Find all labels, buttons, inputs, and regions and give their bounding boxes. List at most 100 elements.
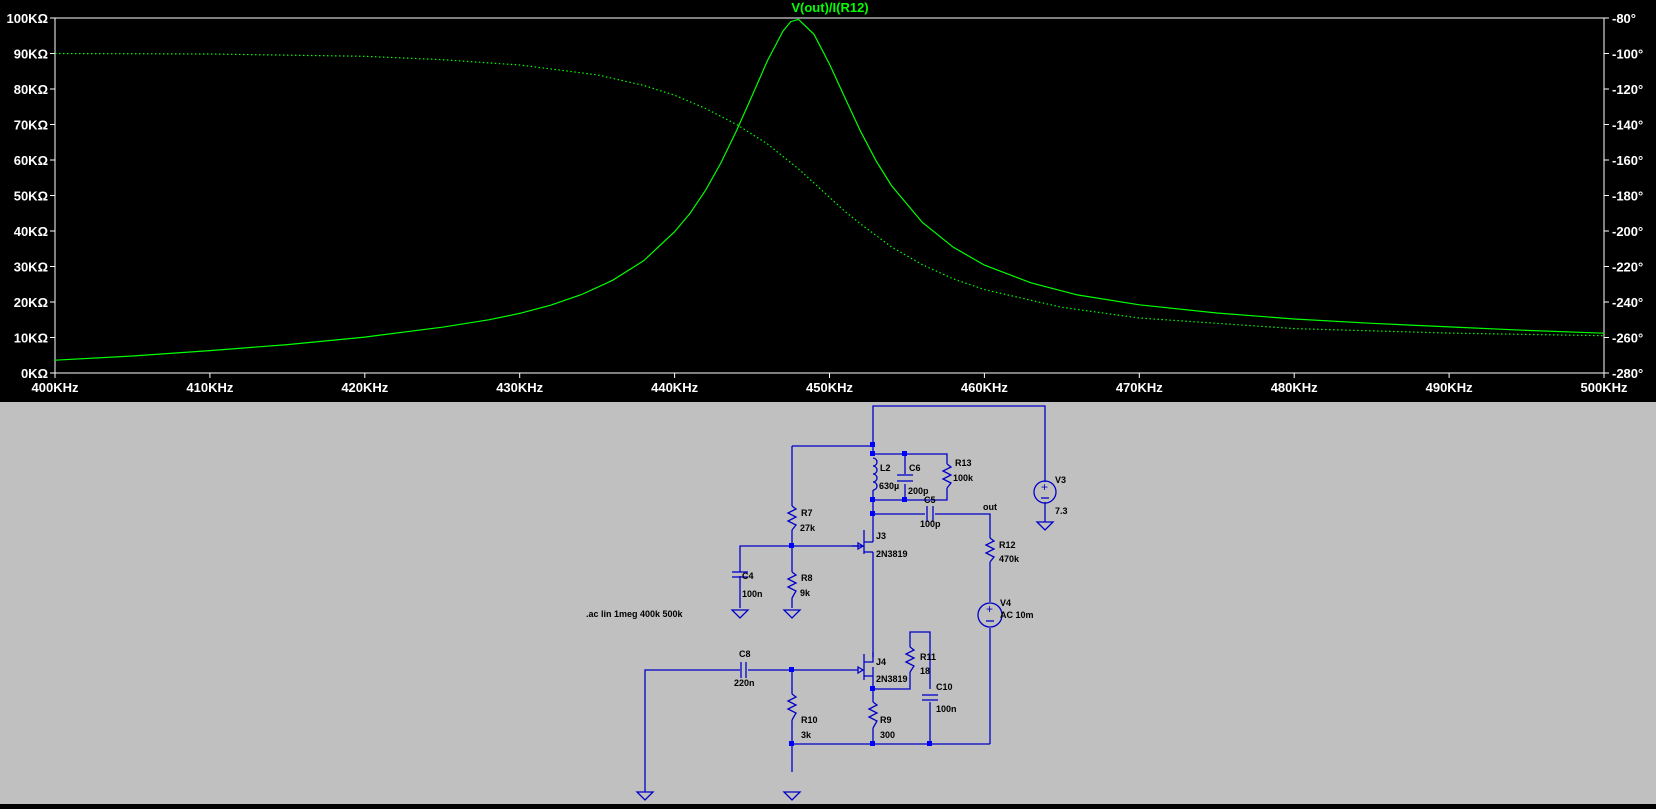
x-tick-label: 420KHz <box>341 380 388 395</box>
resistor-R7[interactable]: R7 27k <box>786 505 816 533</box>
x-tick-label: 460KHz <box>961 380 1008 395</box>
y-left-tick-label: 100KΩ <box>6 11 48 26</box>
x-tick-label: 480KHz <box>1271 380 1318 395</box>
resistor-R11[interactable]: R11 18 <box>904 646 936 676</box>
value-V3: 7.3 <box>1055 506 1068 516</box>
phase-trace[interactable] <box>54 52 1605 337</box>
plus-icon: + <box>1041 480 1048 494</box>
x-tick-label: 500KHz <box>1581 380 1628 395</box>
jfet-J4[interactable]: J4 2N3819 <box>857 652 908 684</box>
capacitor-C6[interactable]: C6 200p <box>897 463 929 496</box>
value-R7: 27k <box>800 523 816 533</box>
capacitor-C4[interactable]: C4 100n <box>730 571 763 619</box>
capacitor-C8[interactable]: C8 220n <box>635 649 755 801</box>
label-R9: R9 <box>880 715 892 725</box>
label-J4: J4 <box>876 657 886 667</box>
y-left-tick-label: 40KΩ <box>14 224 48 239</box>
label-L2: L2 <box>880 463 891 473</box>
value-R8: 9k <box>800 588 811 598</box>
magnitude-trace[interactable] <box>54 18 1605 361</box>
label-C4: C4 <box>742 571 754 581</box>
junction-dots <box>789 442 932 746</box>
label-C5: C5 <box>924 495 936 505</box>
value-C8: 220n <box>734 678 755 688</box>
y-left-tick-label: 60KΩ <box>14 153 48 168</box>
y-right-tick-label: -100° <box>1612 47 1643 62</box>
plus-icon: + <box>986 602 993 616</box>
value-C5: 100p <box>920 519 941 529</box>
value-L2: 630µ <box>879 481 899 491</box>
value-C6: 200p <box>908 486 929 496</box>
y-right-tick-label: -160° <box>1612 153 1643 168</box>
x-tick-label: 470KHz <box>1116 380 1163 395</box>
inductor-L2[interactable]: L2 630µ <box>872 457 899 491</box>
value-R11: 18 <box>920 666 930 676</box>
label-J3: J3 <box>876 531 886 541</box>
label-R12: R12 <box>999 540 1016 550</box>
resistor-R8[interactable]: R8 9k <box>782 571 813 619</box>
label-R10: R10 <box>801 715 818 725</box>
value-J3: 2N3819 <box>876 549 908 559</box>
waveform-pane[interactable]: V(out)/I(R12) 400KHz 410KHz 420KHz 430KHz 44… <box>0 0 1656 402</box>
label-V4: V4 <box>1000 598 1011 608</box>
y-right-tick-label: -240° <box>1612 295 1643 310</box>
ground-icon <box>1035 521 1055 531</box>
value-J4: 2N3819 <box>876 674 908 684</box>
label-R13: R13 <box>955 458 972 468</box>
label-C8: C8 <box>739 649 751 659</box>
y-right-tick-label: -220° <box>1612 260 1643 275</box>
label-R8: R8 <box>801 573 813 583</box>
resistor-R9[interactable]: R9 300 <box>867 701 895 740</box>
x-tick-label: 400KHz <box>32 380 79 395</box>
ground-icon <box>730 609 750 619</box>
capacitor-C5[interactable]: C5 100p <box>920 495 941 529</box>
label-V3: V3 <box>1055 475 1066 485</box>
schematic-pane[interactable]: L2 630µ C6 200p R13 100k C5 100p out + <box>0 402 1656 804</box>
y-left-tick-label: 20KΩ <box>14 295 48 310</box>
ground-icon <box>635 791 655 801</box>
value-R13: 100k <box>953 473 974 483</box>
ground-icon <box>782 791 802 801</box>
value-R12: 470k <box>999 554 1020 564</box>
y-left-tick-label: 30KΩ <box>14 260 48 275</box>
y-right-tick-label: -200° <box>1612 224 1643 239</box>
y-left-tick-label: 80KΩ <box>14 82 48 97</box>
plot-axes <box>54 17 1605 374</box>
label-R11: R11 <box>920 652 936 662</box>
y-right-tick-label: -180° <box>1612 189 1643 204</box>
bode-plot[interactable]: V(out)/I(R12) 400KHz 410KHz 420KHz 430KHz 44… <box>0 0 1656 402</box>
x-tick-label: 410KHz <box>186 380 233 395</box>
value-R9: 300 <box>880 730 895 740</box>
y-right-tick-label: -280° <box>1612 366 1643 381</box>
y-right-tick-label: -260° <box>1612 331 1643 346</box>
value-C10: 100n <box>936 704 957 714</box>
trace-title[interactable]: V(out)/I(R12) <box>791 0 868 15</box>
y-left-tick-label: 10KΩ <box>14 331 48 346</box>
value-V4: AC 10m <box>1000 610 1034 620</box>
spice-directive[interactable]: .ac lin 1meg 400k 500k <box>586 609 684 619</box>
y-right-tick-label: -120° <box>1612 82 1643 97</box>
resistor-R13[interactable]: R13 100k <box>941 458 974 489</box>
x-tick-label: 490KHz <box>1426 380 1473 395</box>
value-R10: 3k <box>801 730 812 740</box>
x-tick-label: 440KHz <box>651 380 698 395</box>
y-right-tick-label: -140° <box>1612 118 1643 133</box>
voltage-source-V4[interactable]: + V4 AC 10m <box>977 598 1034 628</box>
y-left-tick-label: 90KΩ <box>14 47 48 62</box>
y-left-tick-label: 70KΩ <box>14 118 48 133</box>
plot-frame <box>54 17 1605 374</box>
voltage-source-V3[interactable]: + V3 7.3 <box>1033 475 1068 531</box>
y-left-tick-label: 50KΩ <box>14 189 48 204</box>
schematic-canvas[interactable]: L2 630µ C6 200p R13 100k C5 100p out + <box>0 402 1656 804</box>
label-C6: C6 <box>909 463 921 473</box>
resistor-R10[interactable]: R10 3k <box>782 693 818 801</box>
capacitor-C10[interactable]: C10 100n <box>922 682 957 714</box>
label-C10: C10 <box>936 682 953 692</box>
resistor-R12[interactable]: R12 470k <box>984 537 1020 564</box>
value-C4: 100n <box>742 589 763 599</box>
x-tick-label: 430KHz <box>496 380 543 395</box>
label-R7: R7 <box>801 508 813 518</box>
net-label-out[interactable]: out <box>983 502 997 512</box>
jfet-J3[interactable]: J3 2N3819 <box>852 530 908 559</box>
